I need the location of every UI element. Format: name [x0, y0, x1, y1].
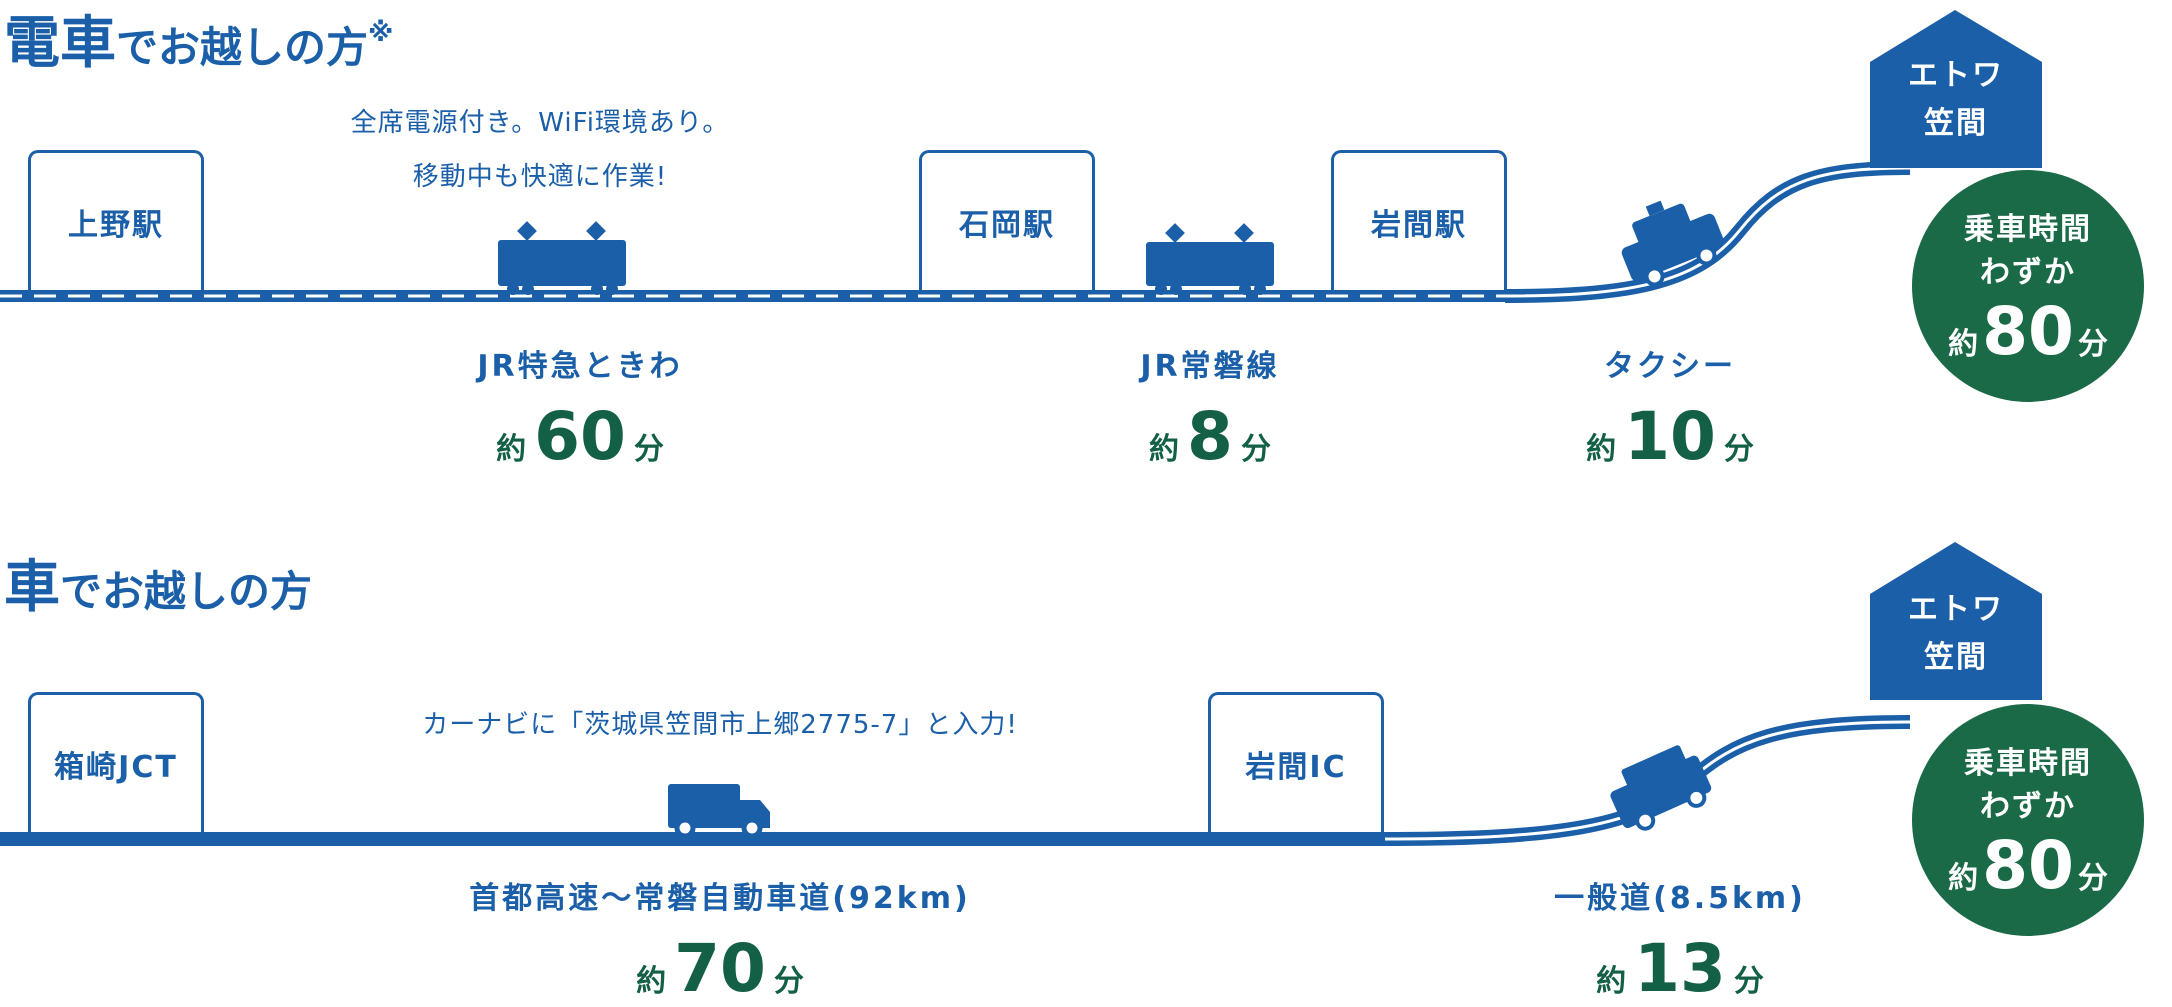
segment-name: 首都高速〜常磐自動車道(92km)	[469, 881, 971, 916]
point-hakozaki-jct: 箱崎JCT	[28, 692, 204, 832]
railway-curve	[1504, 161, 1911, 303]
train-note: 全席電源付き。WiFi環境あり。 移動中も快適に作業!	[300, 96, 780, 204]
destination-label: エトワ 笠間	[1908, 58, 2004, 141]
heading-rest: でお越しの方	[60, 567, 313, 616]
station-ueno: 上野駅	[28, 150, 204, 290]
segment-name: JR常磐線	[1140, 349, 1280, 384]
railway-track	[0, 290, 1510, 302]
heading-main: 電車	[4, 11, 116, 76]
destination-house	[1870, 10, 2042, 168]
segment-name: タクシー	[1604, 349, 1736, 384]
taxi-icon	[1621, 200, 1725, 287]
train-icon	[498, 221, 626, 295]
note-line: 移動中も快適に作業!	[412, 162, 668, 192]
destination-label: エトワ 笠間	[1908, 592, 2004, 675]
segment-name: 一般道(8.5km)	[1554, 881, 1806, 916]
car-section-heading: 車でお越しの方	[4, 560, 312, 616]
station-iwama: 岩間駅	[1331, 150, 1507, 290]
destination-house	[1870, 542, 2042, 700]
train-section-heading: 電車でお越しの方※	[4, 16, 393, 72]
heading-main: 車	[4, 555, 60, 620]
highway-road	[0, 832, 1385, 846]
segment-name: JR特急ときわ	[477, 349, 683, 384]
heading-mark: ※	[368, 18, 394, 48]
heading-rest: でお越しの方	[116, 23, 369, 72]
car-icon	[668, 784, 770, 839]
point-iwama-ic: 岩間IC	[1208, 692, 1384, 832]
car-navi-note: カーナビに「茨城県笠間市上郷2775-7」と入力!	[422, 710, 1018, 740]
station-ishioka: 石岡駅	[919, 150, 1095, 290]
note-line: 全席電源付き。WiFi環境あり。	[350, 108, 730, 138]
suv-icon	[1610, 745, 1712, 831]
train-icon	[1146, 223, 1274, 295]
